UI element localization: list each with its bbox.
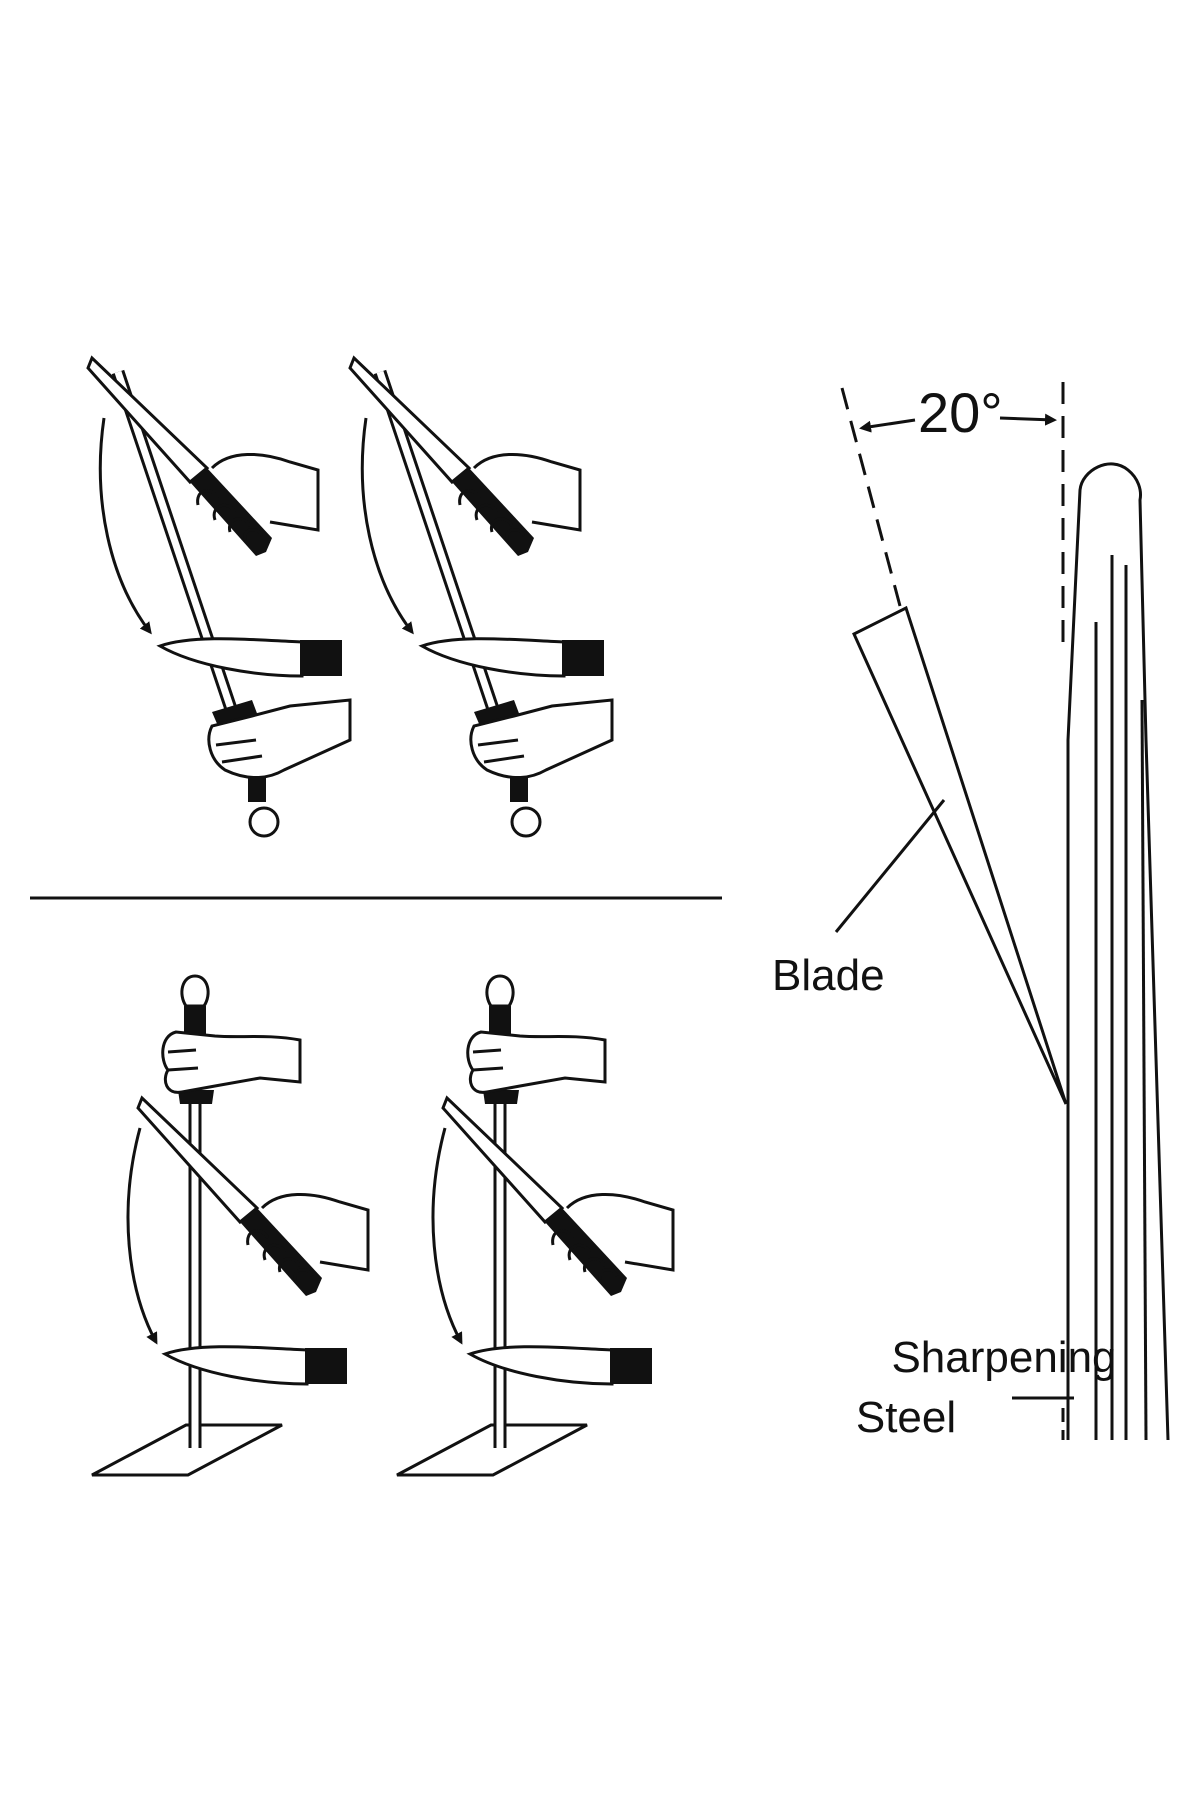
angle-arrow-left: [859, 418, 916, 433]
angle-arrow-right: [999, 413, 1057, 426]
technique-panel-bottom-left: [92, 976, 370, 1480]
curved-arrow-icon: [431, 1127, 463, 1345]
hand-icon: [441, 1096, 675, 1298]
steel-label-line2: Steel: [856, 1393, 956, 1442]
blade-shape: [852, 605, 1068, 1105]
blade-leader-line: [834, 799, 946, 933]
sharpening-steel-shape: [1066, 462, 1170, 1441]
technique-panel-top-right: [348, 356, 612, 836]
blade-label: Blade: [772, 951, 885, 1000]
curved-arrow-icon: [360, 417, 414, 635]
knife-icon: [420, 637, 606, 678]
steel-label-line1: Sharpening: [891, 1333, 1116, 1382]
hand-icon: [136, 1096, 370, 1298]
knife-icon: [158, 637, 344, 678]
technique-panel-top-left: [86, 356, 350, 836]
hand-icon: [86, 356, 320, 558]
curved-arrow-icon: [98, 417, 152, 635]
blade-angle-guide: [840, 387, 902, 607]
angle-label: 20°: [918, 381, 1003, 444]
hand-icon: [348, 356, 582, 558]
curved-arrow-icon: [126, 1127, 158, 1345]
angle-detail: 20° Blade Sharpening Steel: [772, 381, 1170, 1442]
technique-panel-bottom-right: [397, 976, 675, 1480]
